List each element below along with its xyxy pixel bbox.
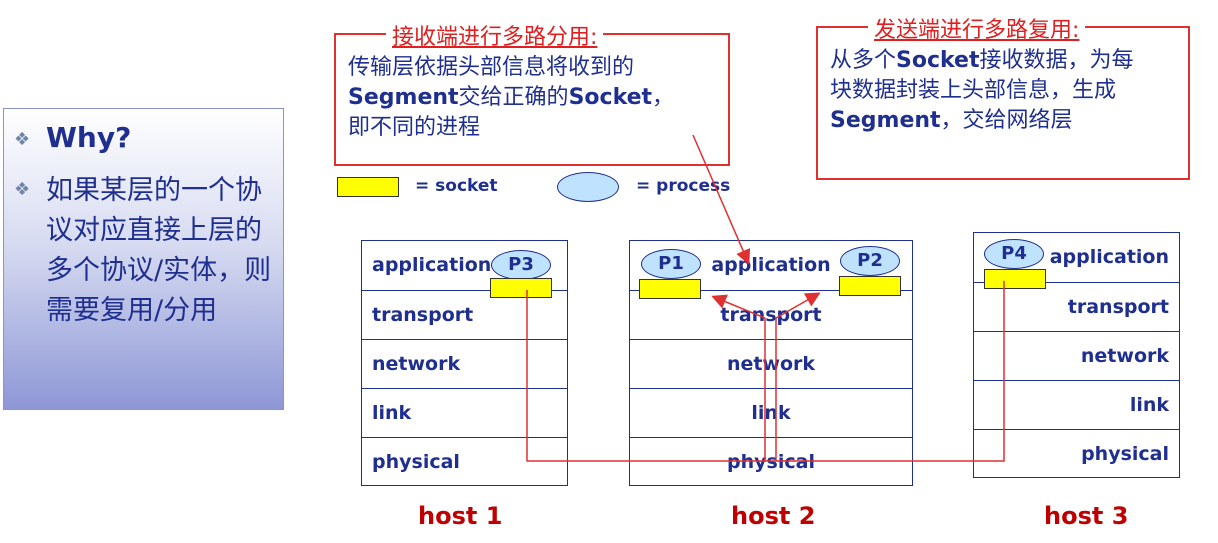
host-1-label: host 1 — [418, 502, 503, 530]
socket-host-3 — [984, 269, 1046, 289]
host-2-layer-network: network — [630, 339, 912, 388]
host-1-layer-physical: physical — [362, 437, 567, 486]
process-p4: P4 — [984, 239, 1044, 269]
socket-host-2-left — [639, 279, 701, 299]
host-2-label: host 2 — [731, 502, 816, 530]
process-p2: P2 — [840, 246, 900, 276]
host-3-layer-application: application — [1049, 246, 1169, 268]
host-2-layer-physical: physical — [630, 437, 912, 486]
demux-callout: 接收端进行多路分用: 传输层依据头部信息将收到的 Segment交给正确的Soc… — [334, 19, 730, 166]
host-1-layer-application: application — [372, 254, 492, 276]
host-3-layer-physical: physical — [974, 429, 1179, 478]
demux-line-3: 即不同的进程 — [348, 115, 481, 140]
host-3-layer-link: link — [974, 380, 1179, 429]
legend-socket-swatch — [337, 177, 399, 197]
mux-line-3: Segment，交给网络层 — [830, 108, 1073, 133]
socket-host-1 — [490, 278, 552, 298]
host-3-label: host 3 — [1044, 502, 1129, 530]
host-1-layer-link: link — [362, 388, 567, 437]
why-text: 如果某层的一个协议对应直接上层的多个协议/实体，则需要复用/分用 — [46, 175, 272, 326]
bullet-icon: ❖ — [14, 179, 31, 200]
host-3-layer-transport: transport — [974, 282, 1179, 331]
mux-line-1: 从多个Socket接收数据，为每 — [830, 48, 1134, 73]
demux-line-2: Segment交给正确的Socket， — [348, 85, 675, 110]
process-p3: P3 — [491, 250, 551, 280]
bullet-icon: ❖ — [14, 129, 31, 150]
mux-callout-body: 从多个Socket接收数据，为每 块数据封装上头部信息，生成 Segment，交… — [830, 46, 1134, 136]
legend-process-swatch — [557, 172, 619, 202]
mux-callout-title: 发送端进行多路复用: — [868, 12, 1086, 44]
host-1-layer-network: network — [362, 339, 567, 388]
demux-line-1: 传输层依据头部信息将收到的 — [348, 55, 635, 80]
why-panel: ❖ Why? ❖ 如果某层的一个协议对应直接上层的多个协议/实体，则需要复用/分… — [3, 108, 284, 410]
host-2-layer-link: link — [630, 388, 912, 437]
mux-line-2: 块数据封装上头部信息，生成 — [830, 78, 1117, 103]
socket-host-2-right — [839, 276, 901, 296]
demux-callout-title: 接收端进行多路分用: — [386, 19, 604, 51]
demux-callout-body: 传输层依据头部信息将收到的 Segment交给正确的Socket， 即不同的进程 — [348, 53, 674, 143]
mux-callout: 发送端进行多路复用: 从多个Socket接收数据，为每 块数据封装上头部信息，生… — [816, 12, 1190, 180]
host-1-layer-transport: transport — [362, 290, 567, 339]
legend-socket-label: = socket — [415, 176, 498, 196]
host-3-layer-network: network — [974, 331, 1179, 380]
legend-process-label: = process — [636, 176, 731, 196]
process-p1: P1 — [641, 249, 701, 279]
why-title: Why? — [46, 121, 132, 154]
